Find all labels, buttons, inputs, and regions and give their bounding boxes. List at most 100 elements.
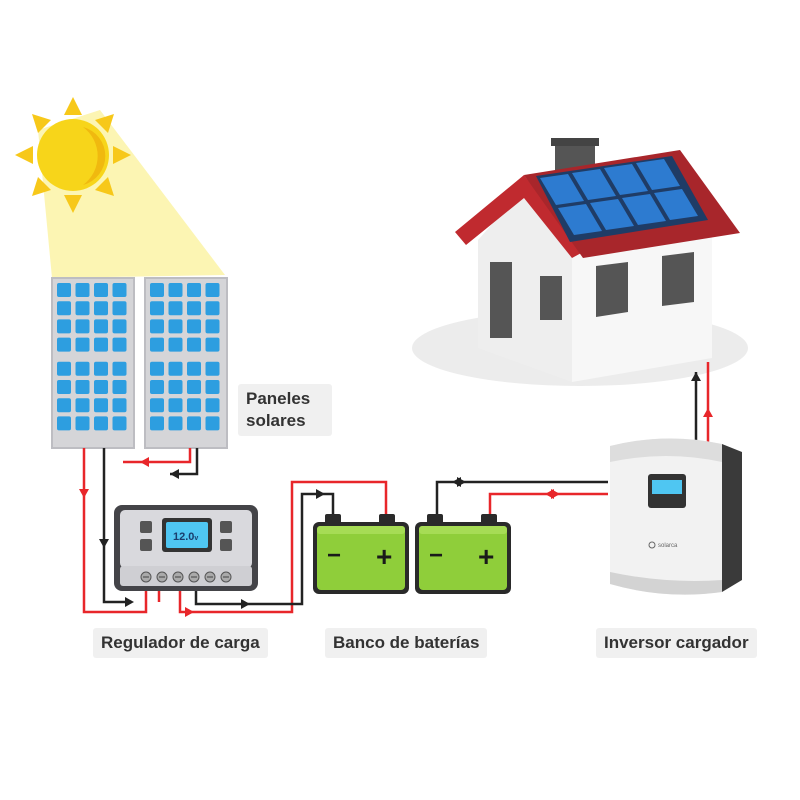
- solar-cell: [94, 398, 108, 413]
- current-arrow: [99, 539, 109, 548]
- solar-cell: [112, 398, 127, 413]
- solar-cell: [57, 361, 71, 376]
- charge-controller-label: Regulador de carga: [93, 628, 268, 658]
- solar-cell: [112, 337, 127, 352]
- solar-cell: [57, 416, 71, 431]
- current-arrow: [170, 469, 179, 479]
- wiring: [79, 362, 713, 617]
- house-icon: [412, 138, 748, 386]
- regulator-display-value: 12.0v: [173, 531, 198, 543]
- current-arrow: [691, 372, 701, 381]
- inverter-icon: solarca: [610, 438, 742, 595]
- roof-solar-cell: [590, 199, 634, 230]
- battery-2-positive: +: [478, 541, 494, 572]
- solar-cell: [112, 319, 127, 334]
- solar-cell: [57, 337, 71, 352]
- solar-cell: [112, 380, 127, 394]
- panel-positive-wire: [82, 448, 148, 614]
- solar-cell: [57, 380, 71, 394]
- solar-cell: [57, 301, 71, 316]
- solar-cell: [150, 319, 164, 334]
- solar-cell: [75, 416, 90, 431]
- solar-cell: [187, 416, 201, 431]
- solar-cell: [150, 283, 164, 297]
- solar-cell: [150, 301, 164, 316]
- battery-2-negative: −: [429, 542, 443, 569]
- solar-cell: [168, 398, 183, 413]
- roof-solar-cell: [636, 159, 680, 190]
- solar-cell: [168, 283, 183, 297]
- solar-panels-label: Paneles solares: [238, 384, 332, 436]
- inverter-display: [652, 480, 682, 494]
- current-arrow: [457, 477, 466, 487]
- solar-cell: [168, 361, 183, 376]
- solar-cell: [205, 337, 220, 352]
- solar-cell: [205, 283, 220, 297]
- charge-controller-icon: 12.0v: [114, 505, 258, 591]
- solar-cell: [112, 361, 127, 376]
- roof-solar-panel: [536, 156, 708, 242]
- solar-cell: [112, 301, 127, 316]
- current-arrow: [703, 408, 713, 417]
- solar-cell: [75, 301, 90, 316]
- solar-cell: [150, 416, 164, 431]
- solar-cell: [75, 337, 90, 352]
- current-arrow: [241, 599, 250, 609]
- current-arrow: [125, 597, 134, 607]
- solar-cell: [57, 283, 71, 297]
- regulator-terminals: [140, 571, 232, 583]
- solar-panel-left: [51, 277, 135, 449]
- solar-cell: [94, 319, 108, 334]
- solar-cell: [94, 337, 108, 352]
- solar-cell: [75, 319, 90, 334]
- solar-cell: [94, 283, 108, 297]
- solar-cell: [168, 319, 183, 334]
- inverter-brand: solarca: [658, 543, 678, 549]
- solar-panels-label-line2: solares: [246, 411, 306, 430]
- solar-cell: [94, 361, 108, 376]
- solar-cell: [187, 319, 201, 334]
- inverter-positive-wire: [488, 492, 608, 518]
- solar-cell: [187, 337, 201, 352]
- battery-icon: [313, 514, 409, 594]
- solar-cell: [205, 301, 220, 316]
- solar-cell: [150, 380, 164, 394]
- solar-cell: [205, 361, 220, 376]
- solar-cell: [187, 380, 201, 394]
- roof-solar-cell: [654, 189, 698, 220]
- solar-cell: [112, 416, 127, 431]
- solar-cell: [112, 283, 127, 297]
- battery-icon: [415, 514, 511, 594]
- solar-panels-label-line1: Paneles: [246, 389, 311, 408]
- solar-cell: [168, 337, 183, 352]
- solar-cell: [75, 398, 90, 413]
- solar-cell: [205, 319, 220, 334]
- solar-cell: [168, 301, 183, 316]
- current-arrow: [551, 489, 560, 499]
- house-roof-front: [455, 175, 583, 258]
- battery-1-positive: +: [376, 541, 392, 572]
- roof-solar-cell: [572, 169, 616, 200]
- solar-cell: [57, 319, 71, 334]
- current-arrow: [79, 489, 89, 498]
- solar-cell: [205, 398, 220, 413]
- solar-cell: [94, 380, 108, 394]
- solar-panel-right: [144, 277, 228, 449]
- panel-negative-wire: [102, 448, 128, 604]
- solar-cell: [205, 416, 220, 431]
- battery-positive-wire: [178, 480, 388, 614]
- solar-cell: [75, 361, 90, 376]
- inverter-negative-wire: [435, 480, 608, 518]
- inverter-label: Inversor cargador: [596, 628, 757, 658]
- roof-solar-cell: [558, 204, 602, 235]
- solar-cell: [187, 301, 201, 316]
- current-arrow: [316, 489, 325, 499]
- solar-cell: [187, 361, 201, 376]
- solar-cell: [75, 283, 90, 297]
- solar-cell: [205, 380, 220, 394]
- solar-cell: [75, 380, 90, 394]
- solar-cell: [150, 337, 164, 352]
- sun-icon: [15, 97, 131, 213]
- roof-solar-cell: [540, 174, 584, 205]
